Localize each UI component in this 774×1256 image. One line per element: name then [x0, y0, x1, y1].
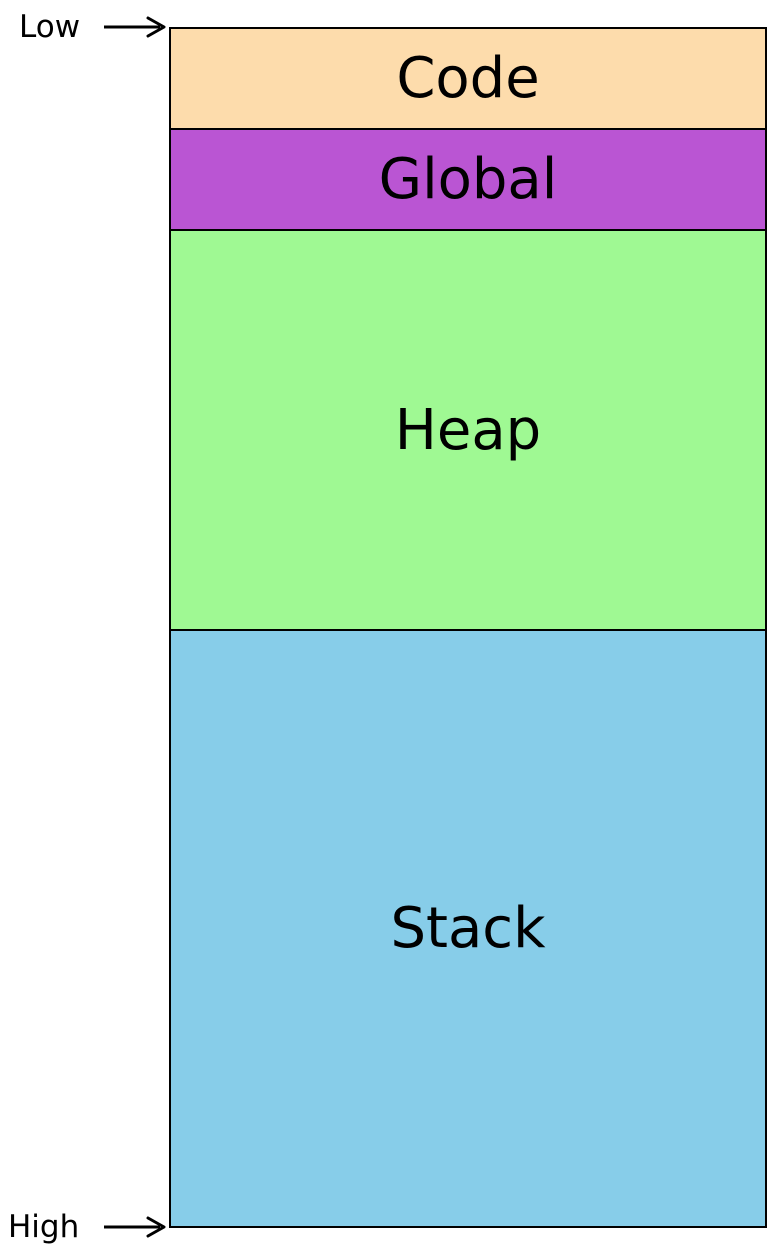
right-arrow-icon: [104, 1216, 166, 1238]
low-address-label: Low: [19, 9, 81, 45]
high-address-pointer: High: [0, 1210, 170, 1244]
low-address-pointer: Low: [0, 10, 170, 44]
memory-layout-diagram: Code Global Heap Stack: [169, 27, 767, 1228]
high-address-label: High: [8, 1209, 80, 1245]
heap-segment: Heap: [171, 229, 765, 629]
right-arrow-icon: [104, 16, 166, 38]
stack-segment: Stack: [171, 629, 765, 1226]
code-segment: Code: [171, 29, 765, 128]
global-segment: Global: [171, 128, 765, 229]
